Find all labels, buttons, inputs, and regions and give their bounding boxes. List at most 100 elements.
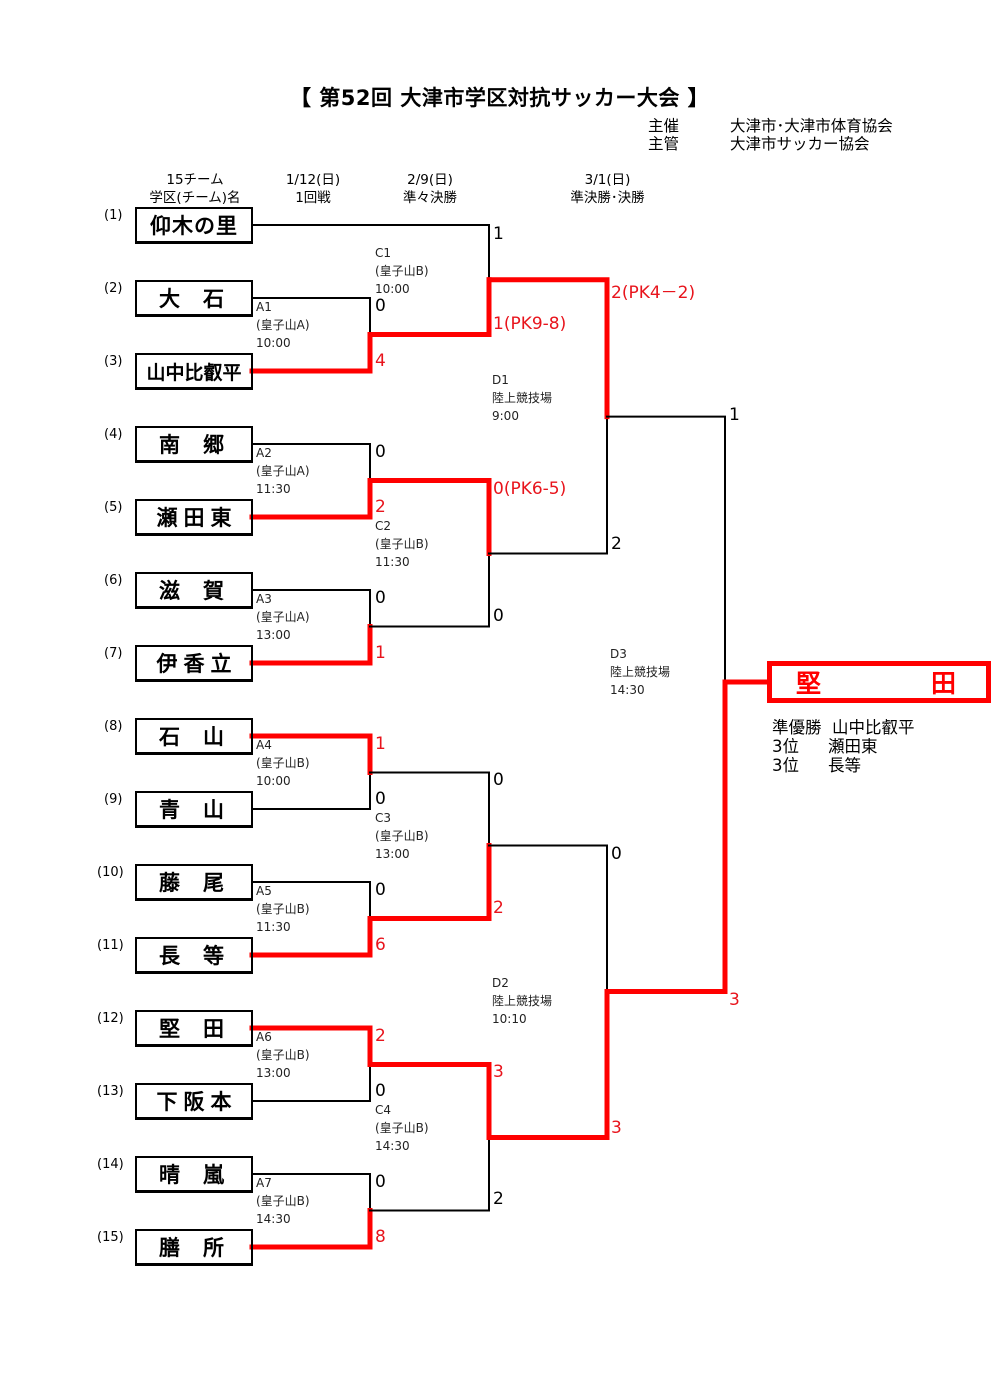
- score-a2-bottom: 2: [375, 497, 386, 517]
- match-c4-loser-line: [369, 1136, 490, 1212]
- match-venue: (皇子山B): [375, 829, 429, 843]
- match-time: 9:00: [492, 409, 519, 423]
- score-a3-top: 0: [375, 588, 386, 608]
- match-time: 14:30: [610, 683, 645, 697]
- match-venue: (皇子山A): [256, 318, 310, 332]
- team-seed: (11): [97, 938, 124, 953]
- match-info-a4: A4(皇子山B)10:00: [256, 736, 310, 790]
- match-venue: (皇子山B): [256, 1194, 310, 1208]
- match-d2-loser-line: [488, 844, 608, 993]
- match-code: D2: [492, 976, 509, 990]
- result-label: 3位: [772, 756, 799, 775]
- team-seed: (15): [97, 1230, 124, 1245]
- match-venue: (皇子山B): [375, 264, 429, 278]
- match-time: 10:10: [492, 1012, 527, 1026]
- match-venue: (皇子山A): [256, 464, 310, 478]
- team-name: 藤 尾: [159, 871, 225, 895]
- match-a2-loser-line: [251, 443, 371, 482]
- match-time: 13:00: [256, 628, 291, 642]
- score-c4-bottom: 2: [493, 1189, 504, 1209]
- match-info-d1: D1 陸上競技場 9:00: [492, 371, 552, 425]
- match-time: 14:30: [256, 1212, 291, 1226]
- team-box[interactable]: 山中比叡平: [135, 353, 253, 390]
- team-seed: (2): [104, 281, 123, 296]
- match-time: 10:00: [375, 282, 410, 296]
- match-info-a6: A6(皇子山B)13:00: [256, 1028, 310, 1082]
- team-box[interactable]: 滋 賀: [135, 572, 253, 609]
- team-box[interactable]: 藤 尾: [135, 864, 253, 901]
- team-box[interactable]: 青 山: [135, 791, 253, 828]
- header-round1-date: 1/12(日): [285, 172, 341, 188]
- match-code: D3: [610, 647, 627, 661]
- header-semi-date: 3/1(日): [584, 172, 631, 188]
- match-a3-loser-line: [251, 589, 371, 628]
- team-box[interactable]: 長 等: [135, 937, 253, 974]
- match-code: C4: [375, 1103, 392, 1117]
- result-team: 瀬田東: [828, 737, 878, 756]
- match-code: C3: [375, 811, 392, 825]
- match-info-a1: A1(皇子山A)10:00: [256, 298, 310, 352]
- organizer-name-manager: 大津市サッカー協会: [730, 135, 870, 153]
- match-a7-loser-line: [251, 1173, 371, 1212]
- score-d3-bottom: 3: [729, 990, 740, 1010]
- score-a7-bottom: 8: [375, 1227, 386, 1247]
- match-time: 13:00: [256, 1066, 291, 1080]
- match-d2-winner-line: [486, 989, 610, 1140]
- score-a5-top: 0: [375, 880, 386, 900]
- result-team: 長等: [828, 756, 861, 775]
- match-c1-loser-line: [251, 224, 490, 281]
- team-box[interactable]: 膳 所: [135, 1229, 253, 1266]
- header-team-label: 学区(チーム)名: [149, 190, 241, 206]
- team-name: 大 石: [159, 287, 225, 311]
- team-seed: (12): [97, 1011, 124, 1026]
- team-seed: (4): [104, 427, 123, 442]
- organizer-name-host: 大津市･大津市体育協会: [730, 117, 893, 135]
- team-name: 晴 嵐: [159, 1163, 225, 1187]
- team-box[interactable]: 南 郷: [135, 426, 253, 463]
- team-box[interactable]: 仰木の里: [135, 207, 253, 244]
- team-name: 長 等: [159, 944, 225, 968]
- match-d1-loser-line: [488, 415, 608, 555]
- team-name: 膳 所: [159, 1236, 225, 1260]
- match-info-a7: A7(皇子山B)14:30: [256, 1174, 310, 1228]
- match-a6-winner-line: [249, 1025, 373, 1067]
- team-seed: (6): [104, 573, 123, 588]
- match-venue: (皇子山B): [375, 537, 429, 551]
- team-box[interactable]: 堅 田: [135, 1010, 253, 1047]
- score-a3-bottom: 1: [375, 643, 386, 663]
- team-box[interactable]: 大 石: [135, 280, 253, 317]
- match-info-c1: C1(皇子山B)10:00: [375, 244, 429, 298]
- match-code: A5: [256, 884, 272, 898]
- match-venue: 陸上競技場: [492, 391, 553, 405]
- team-box[interactable]: 晴 嵐: [135, 1156, 253, 1193]
- team-name: 仰木の里: [150, 214, 238, 238]
- match-a6-loser-line: [251, 1063, 371, 1102]
- score-a5-bottom: 6: [375, 935, 386, 955]
- header-quarter-label: 準々決勝: [403, 190, 457, 206]
- score-d2-top: 0: [611, 844, 622, 864]
- team-box[interactable]: 伊香立: [135, 645, 253, 682]
- score-c2-top: 0(PK6-5): [493, 479, 567, 499]
- team-box[interactable]: 下阪本: [135, 1083, 253, 1120]
- match-info-a3: A3(皇子山A)13:00: [256, 590, 310, 644]
- header-quarter-date: 2/9(日): [407, 172, 453, 188]
- team-box[interactable]: 石 山: [135, 718, 253, 755]
- header-teams: 15チーム 学区(チーム)名: [140, 171, 250, 207]
- match-d1-winner-line: [486, 277, 610, 420]
- team-seed: (5): [104, 500, 123, 515]
- header-round1-label: 1回戦: [295, 190, 331, 206]
- match-time: 13:00: [375, 847, 410, 861]
- match-time: 11:30: [256, 920, 291, 934]
- team-name: 石 山: [159, 725, 225, 749]
- match-c3-winner-line: [367, 843, 492, 921]
- header-semi-label: 準決勝･決勝: [570, 190, 645, 206]
- match-a4-loser-line: [251, 771, 371, 810]
- team-box[interactable]: 瀬田東: [135, 499, 253, 536]
- match-a5-loser-line: [251, 881, 371, 920]
- score-c3-top: 0: [493, 770, 504, 790]
- match-c2-winner-line: [367, 478, 492, 556]
- match-code: D1: [492, 373, 509, 387]
- match-code: A2: [256, 446, 272, 460]
